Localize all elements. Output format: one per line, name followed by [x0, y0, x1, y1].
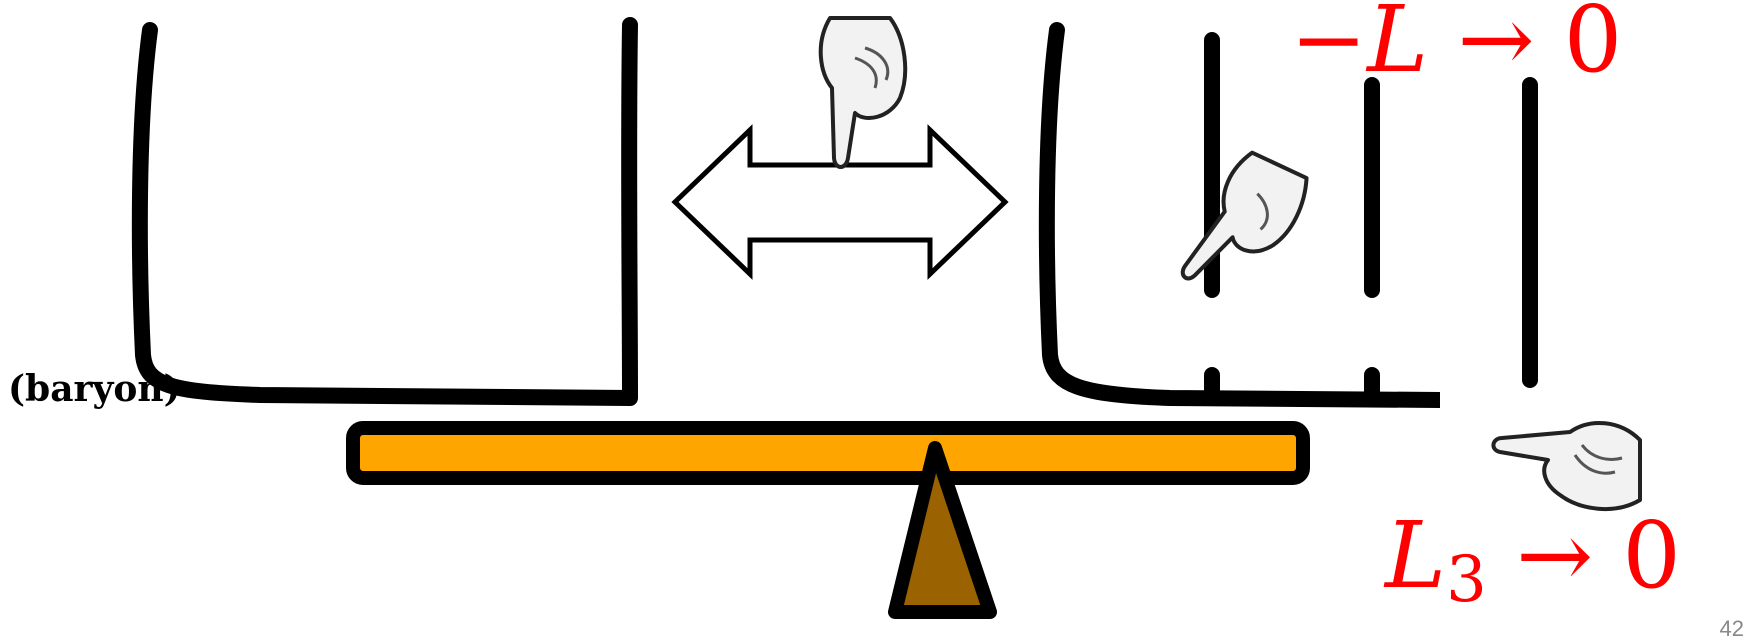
formula-value: 0 [1622, 502, 1681, 609]
formula-arrow: → [1516, 502, 1594, 609]
seesaw-fulcrum [888, 441, 997, 619]
formula-variable: L [1367, 0, 1429, 93]
formula-variable: L [1385, 502, 1447, 609]
pointing-hand-icon [818, 16, 908, 169]
bottom-formula: L3 → 0 [1385, 510, 1681, 613]
pointing-hand-icon [1180, 150, 1309, 281]
left-cup [131, 17, 638, 406]
formula-value: 0 [1563, 0, 1623, 93]
right-cup [1038, 22, 1448, 408]
seesaw-beam [346, 421, 1310, 485]
page-number: 42 [1719, 616, 1744, 641]
double-arrow [671, 124, 1009, 280]
baryon-label: (baryon) [8, 368, 181, 410]
pointing-hand-icon [1491, 421, 1642, 512]
right-cup-gap [1440, 385, 1510, 415]
formula-subscript: 3 [1446, 543, 1487, 617]
top-formula: −L → 0 [1290, 0, 1622, 86]
diagram-canvas [131, 16, 1642, 619]
formula-arrow: → [1457, 0, 1535, 93]
formula-sign: − [1290, 0, 1368, 93]
